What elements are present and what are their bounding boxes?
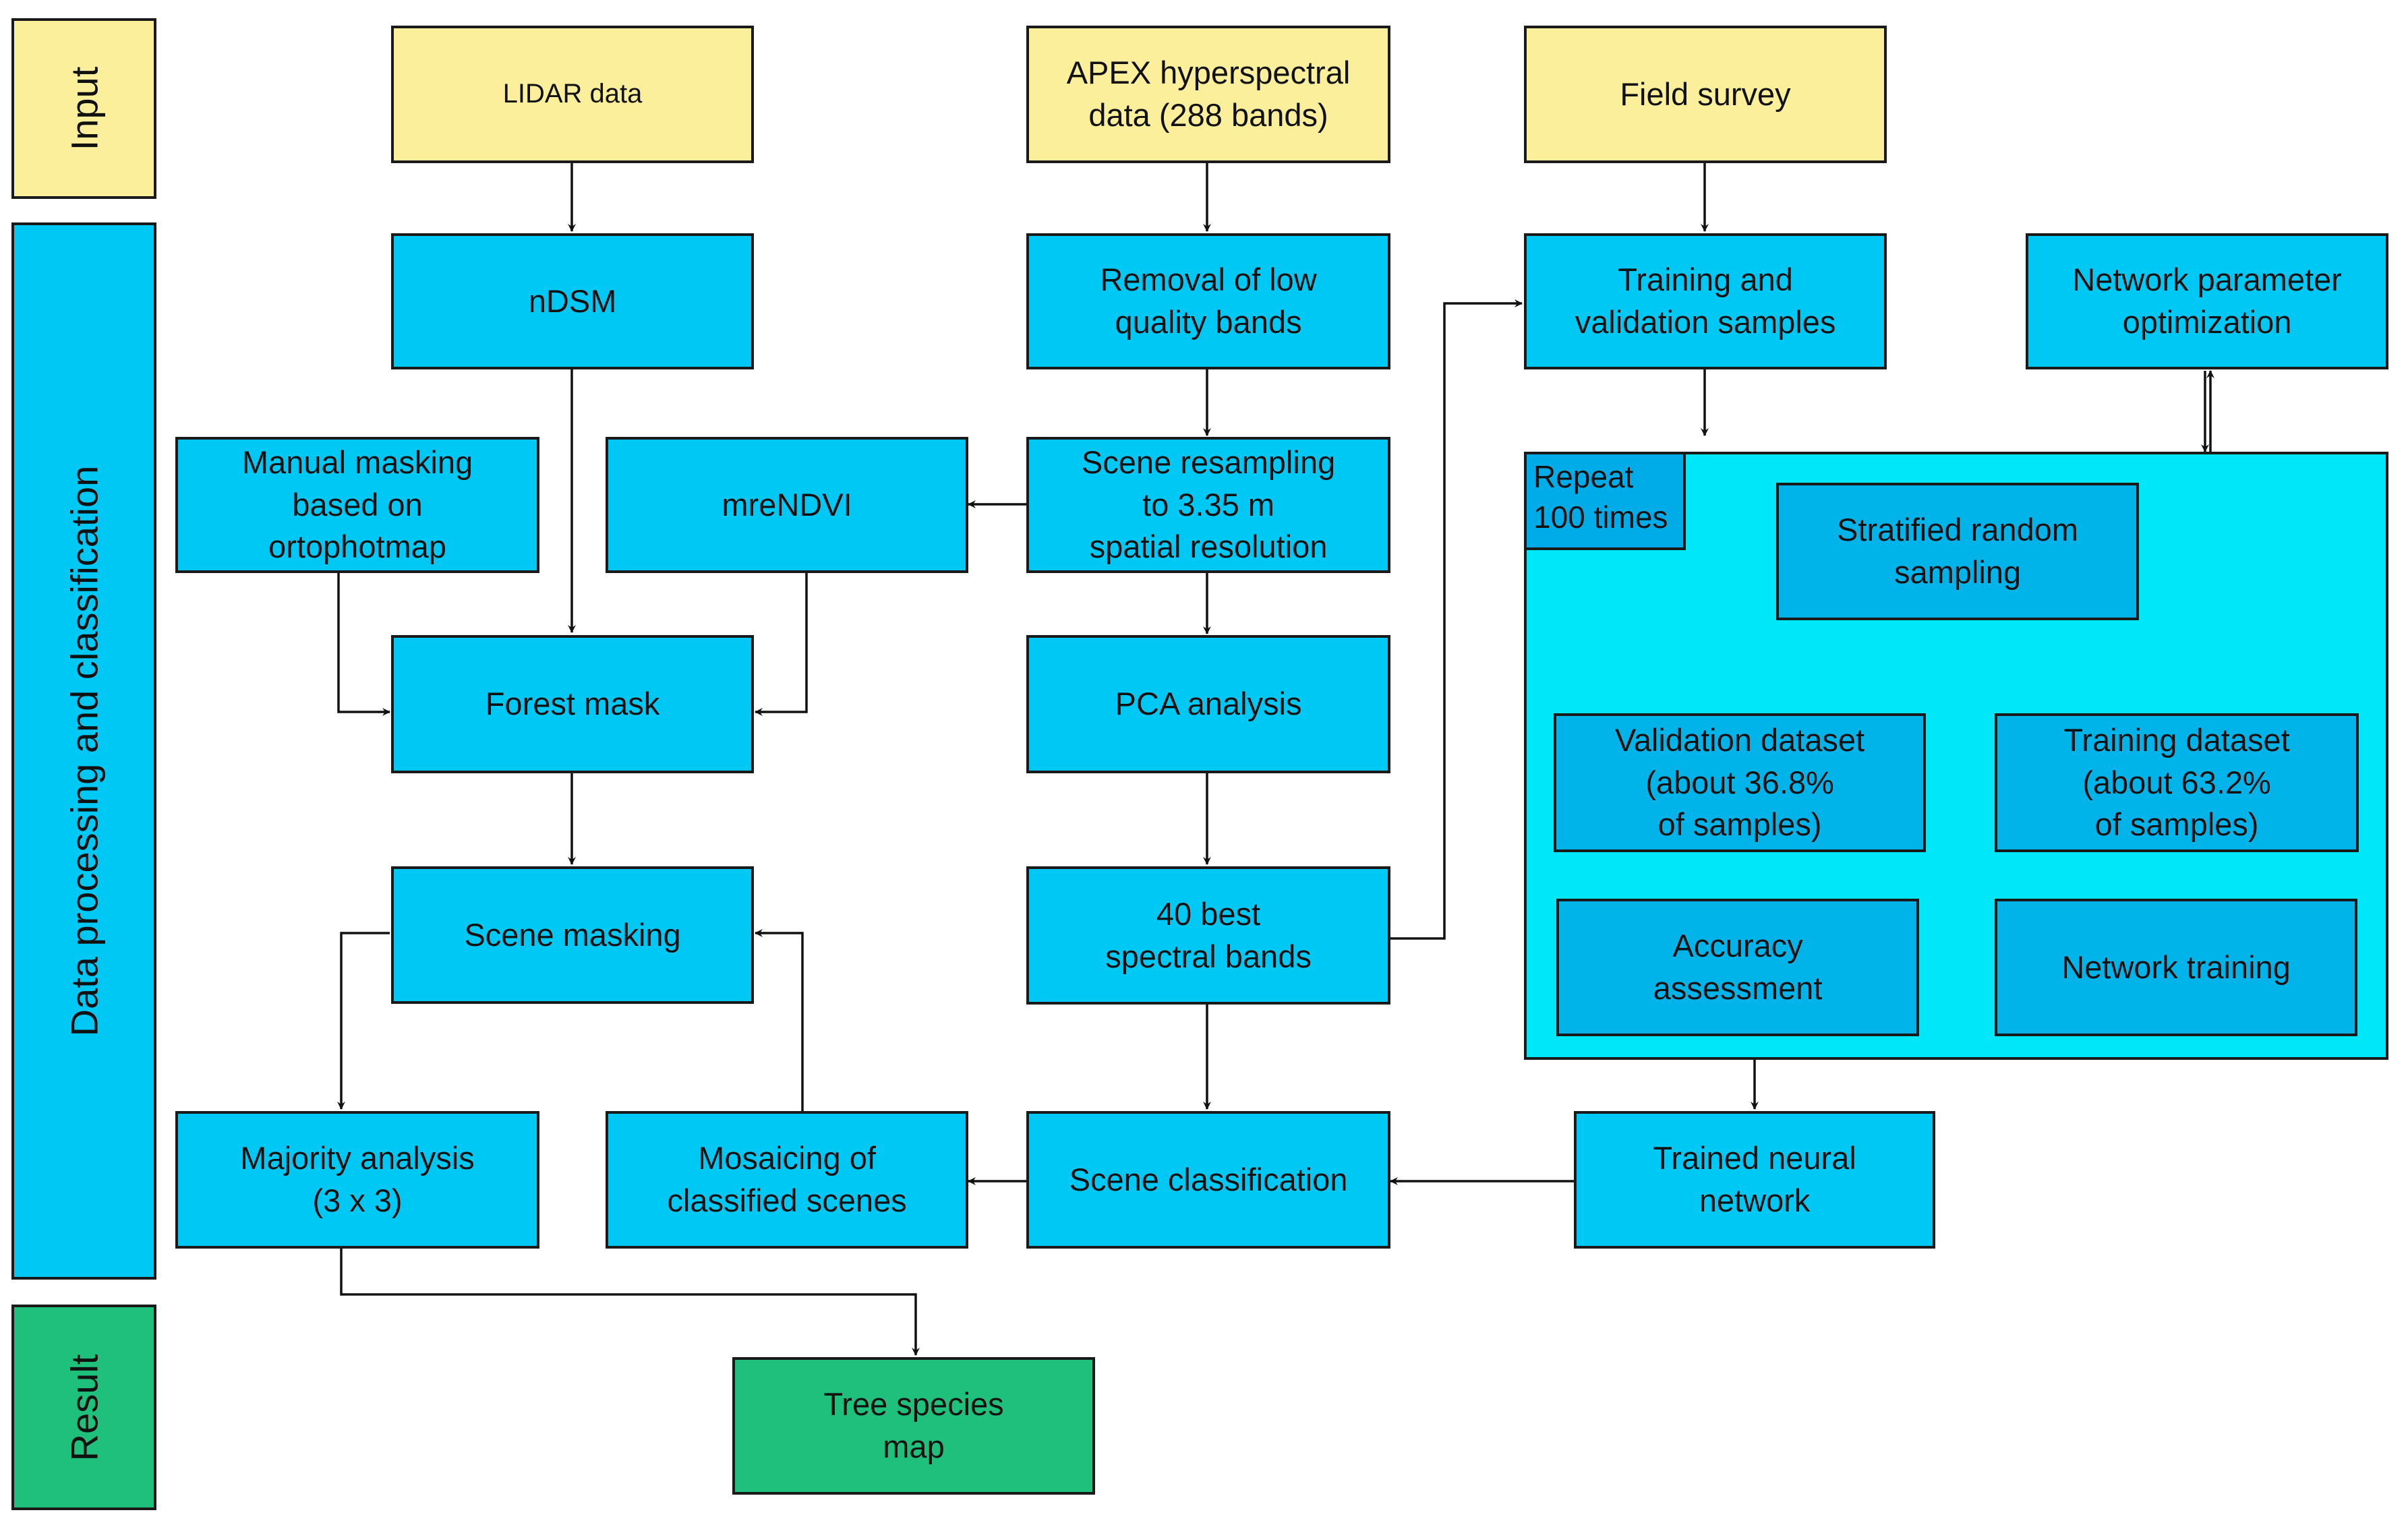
mrendvi-node: mreNDVI [606,437,968,573]
lidar-data-node: LIDAR data [391,26,754,163]
band-processing-label: Data processing and classification [63,465,105,1037]
band-processing: Data processing and classification [11,222,156,1280]
scene-classification-node: Scene classification [1026,1111,1390,1249]
validation-dataset-node: Validation dataset (about 36.8% of sampl… [1554,713,1926,852]
mosaicing-node: Mosaicing of classified scenes [606,1111,968,1249]
arrow-bestbands-training [1390,299,1523,940]
arrow-scenemasking-majority [337,932,390,1110]
ndsm-node: nDSM [391,233,754,369]
band-result-label: Result [63,1354,105,1461]
scene-masking-node: Scene masking [391,866,754,1004]
arrow-majority-treemap [340,1249,920,1356]
field-survey-node: Field survey [1524,26,1887,163]
training-dataset-node: Training dataset (about 63.2% of samples… [1995,713,2359,852]
majority-node: Majority analysis (3 x 3) [175,1111,539,1249]
training-validation-node: Training and validation samples [1524,233,1887,369]
pca-node: PCA analysis [1026,635,1390,773]
accuracy-node: Accuracy assessment [1556,899,1919,1036]
network-training-node: Network training [1995,899,2357,1036]
arrow-manual-forestmask [337,573,390,716]
apex-data-node: APEX hyperspectral data (288 bands) [1026,26,1390,163]
network-param-node: Network parameter optimization [2026,233,2388,369]
trained-network-node: Trained neural network [1574,1111,1935,1249]
arrow-mrendvi-forestmask [755,573,808,716]
arrow-mosaicing-scenemasking [755,929,804,1111]
tree-species-map-node: Tree species map [732,1357,1095,1495]
band-input-label: Input [63,66,105,151]
manual-masking-node: Manual masking based on ortophotmap [175,437,539,573]
resampling-node: Scene resampling to 3.35 m spatial resol… [1026,437,1390,573]
forest-mask-node: Forest mask [391,635,754,773]
band-result: Result [11,1305,156,1510]
removal-node: Removal of low quality bands [1026,233,1390,369]
repeat-label: Repeat 100 times [1524,452,1686,550]
best-bands-node: 40 best spectral bands [1026,866,1390,1005]
band-input: Input [11,18,156,199]
stratified-sampling-node: Stratified random sampling [1776,483,2139,620]
